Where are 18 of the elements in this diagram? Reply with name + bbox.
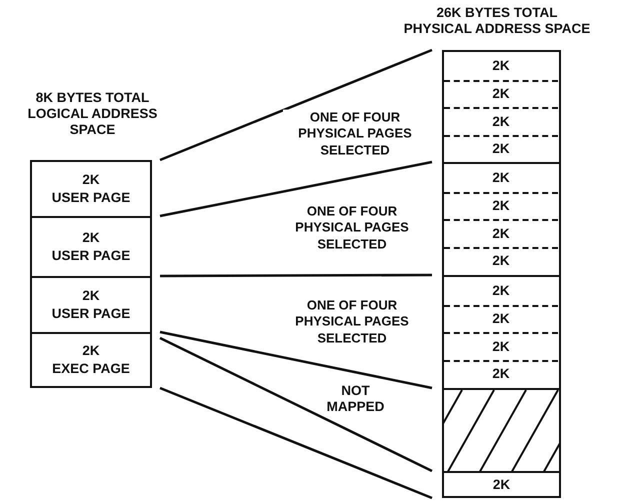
memory-block: [442, 50, 561, 164]
column-title: 8K BYTES TOTAL LOGICAL ADDRESS SPACE: [26, 90, 158, 139]
column-title: 26K BYTES TOTAL PHYSICAL ADDRESS SPACE: [403, 5, 591, 38]
page-box: 2K USER PAGE: [30, 160, 152, 218]
memory-block: [442, 275, 561, 390]
page-box: 2K EXEC PAGE: [30, 332, 152, 388]
page-box: 2K USER PAGE: [30, 216, 152, 278]
mapping-line: [160, 274, 432, 278]
page-box: 2K USER PAGE: [30, 276, 152, 334]
mapping-line: [160, 330, 432, 390]
mapping-line: [159, 336, 433, 472]
mapping-line: [160, 160, 432, 218]
annotation-text: NOT MAPPED: [326, 383, 386, 416]
hatched-unmapped-block: [442, 388, 561, 473]
mapping-line: [160, 48, 432, 162]
mapping-line: [160, 386, 432, 500]
page-box: 2K: [442, 471, 561, 498]
memory-block: [442, 162, 561, 277]
